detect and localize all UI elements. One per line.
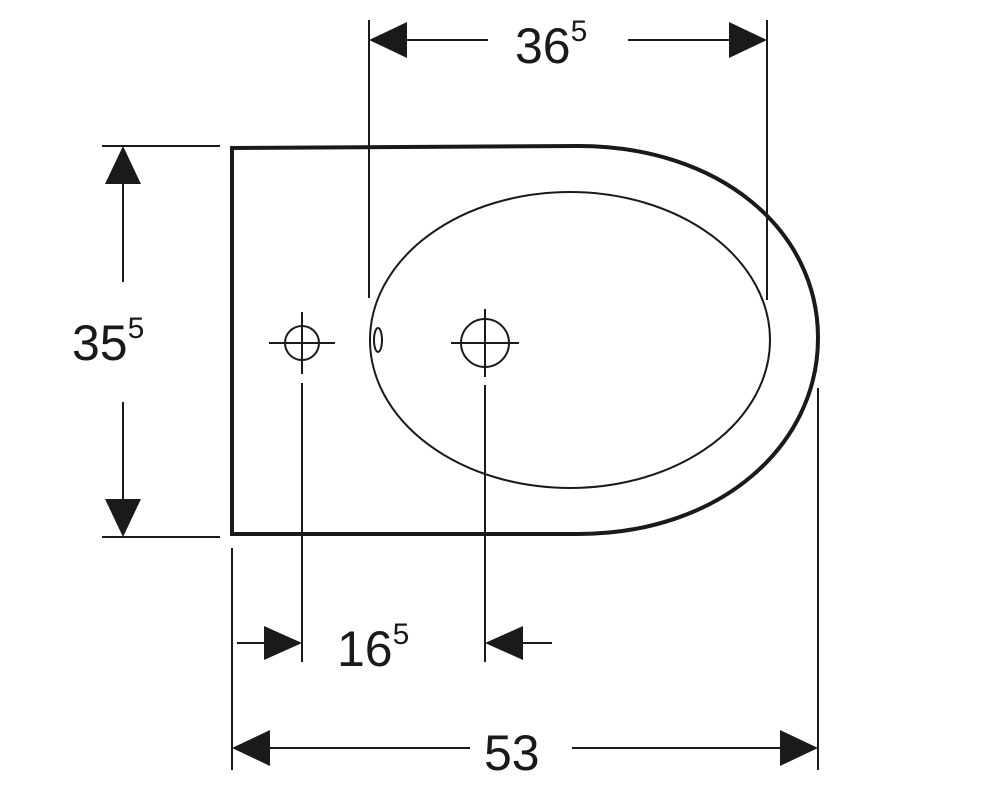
dimension-label-total-length: 53 bbox=[484, 725, 540, 781]
dimension-superscript-hole-spacing: 5 bbox=[393, 618, 410, 651]
dimension-superscript-top-width: 5 bbox=[571, 15, 588, 48]
dimension-total-length: 53 bbox=[231, 388, 819, 781]
arrowhead-left-bottom bbox=[105, 499, 141, 537]
arrowhead-top-left bbox=[369, 22, 407, 58]
dimension-hole-spacing: 165 bbox=[237, 383, 552, 677]
arrowhead-spacing-left bbox=[264, 626, 302, 660]
arrowhead-top-right bbox=[729, 22, 767, 58]
mounting-hole-left bbox=[269, 312, 335, 374]
dimension-value-total-length: 53 bbox=[484, 725, 540, 781]
bidet-outline bbox=[230, 143, 821, 536]
mounting-hole-right bbox=[451, 309, 519, 377]
overflow-slot bbox=[373, 327, 383, 353]
dimension-left-height: 355 bbox=[72, 145, 220, 538]
dimension-superscript-left-height: 5 bbox=[128, 312, 145, 345]
dimension-label-left-height: 355 bbox=[72, 312, 144, 371]
arrowhead-bottom-right bbox=[780, 730, 818, 766]
arrowhead-bottom-left bbox=[232, 730, 270, 766]
arrowhead-spacing-right bbox=[485, 626, 523, 660]
dimension-value-left-height: 35 bbox=[72, 315, 128, 371]
bowl-outline bbox=[369, 191, 771, 489]
bidet-body-outline bbox=[230, 143, 821, 536]
arrowhead-left-top bbox=[105, 146, 141, 184]
dimension-value-top-width: 36 bbox=[515, 18, 571, 74]
dimension-top-width: 365 bbox=[368, 15, 768, 300]
dimension-value-hole-spacing: 16 bbox=[337, 621, 393, 677]
dimension-label-hole-spacing: 165 bbox=[337, 618, 409, 677]
dimension-label-top-width: 365 bbox=[515, 15, 587, 74]
